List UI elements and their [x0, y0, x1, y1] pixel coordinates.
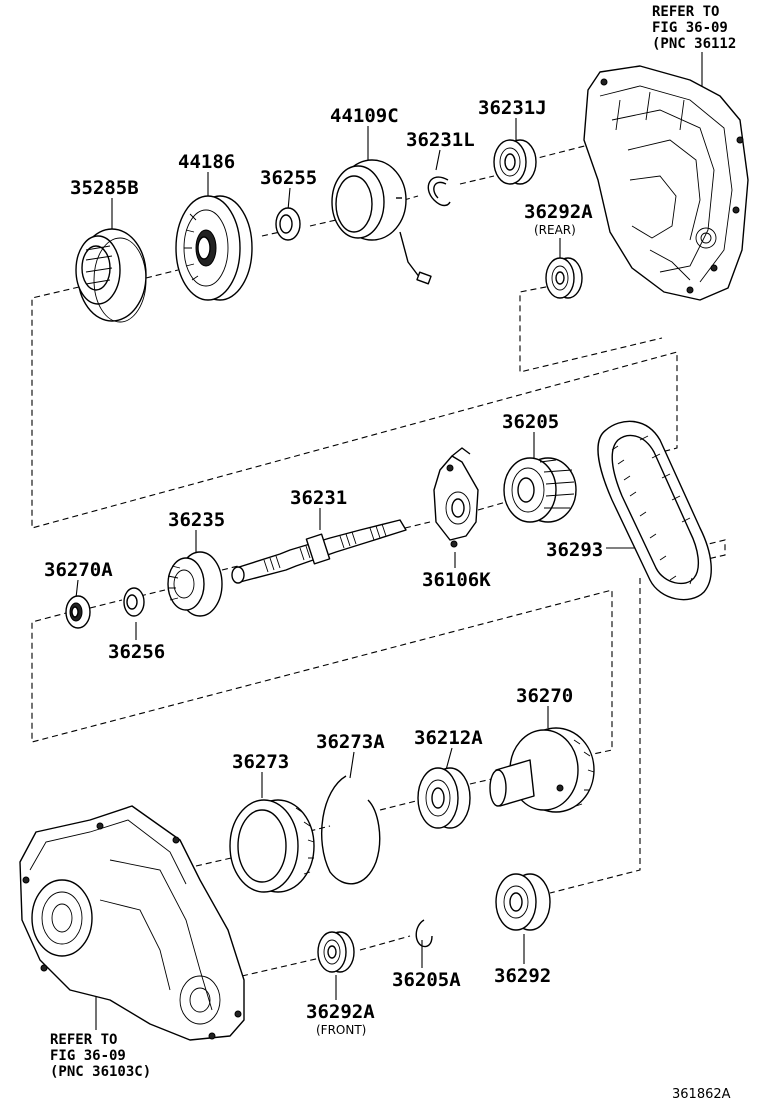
label-36273: 36273: [232, 751, 289, 773]
ref-top-line1: REFER TO: [652, 4, 719, 20]
part-36231L-snap-ring: [427, 176, 451, 207]
part-36205-sprocket: [503, 457, 577, 523]
label-36205A: 36205A: [392, 969, 461, 991]
label-36292: 36292: [494, 965, 551, 987]
part-35285B-flange: [75, 228, 147, 323]
part-36292A-front-bearing: [317, 931, 355, 973]
part-36256-washer: [123, 587, 145, 617]
label-36256: 36256: [108, 641, 165, 663]
figure-id: 361862A: [672, 1087, 731, 1102]
part-36292A-rear-bearing: [545, 257, 583, 299]
label-front-note: (FRONT): [316, 1023, 366, 1037]
part-36212A-bearing: [417, 767, 471, 829]
label-44109C: 44109C: [330, 105, 399, 127]
part-36231J-bearing: [493, 139, 537, 185]
part-36293-chain: [597, 420, 712, 601]
part-36231-shaft: [231, 519, 407, 584]
ref-bottom-line2: FIG 36-09: [50, 1048, 126, 1064]
label-36293: 36293: [546, 539, 603, 561]
label-36106K: 36106K: [422, 569, 491, 591]
label-44186: 44186: [178, 151, 235, 173]
ref-bottom-line3: (PNC 36103C): [50, 1064, 151, 1080]
label-rear-note: (REAR): [534, 223, 576, 237]
part-36273A-snap-ring: [320, 775, 381, 885]
label-36231J: 36231J: [478, 97, 547, 119]
ref-top-line3: (PNC 36112: [652, 36, 736, 52]
label-36212A: 36212A: [414, 727, 483, 749]
part-labels: 35285B 44186 36255 44109C 36231L 36231J …: [44, 97, 603, 1037]
part-44109C-sensor: [331, 159, 432, 285]
reference-bottom: REFER TO FIG 36-09 (PNC 36103C): [50, 1032, 151, 1080]
part-36292-bearing: [495, 873, 551, 931]
reference-top: REFER TO FIG 36-09 (PNC 36112: [652, 4, 736, 52]
part-36273-ring-gear: [229, 799, 315, 893]
label-36273A: 36273A: [316, 731, 385, 753]
part-36270-carrier: [489, 727, 595, 813]
part-36255-washer: [275, 207, 301, 241]
label-36270: 36270: [516, 685, 573, 707]
label-36231L: 36231L: [406, 129, 475, 151]
part-36235-gear: [167, 551, 223, 617]
part-36106K-oil-pump: [433, 447, 479, 548]
label-36292A-rear: 36292A: [524, 201, 593, 223]
label-36292A-front: 36292A: [306, 1001, 375, 1023]
part-36205A-snap-ring: [415, 919, 433, 948]
part-36270A-seal: [65, 595, 91, 629]
ref-top-line2: FIG 36-09: [652, 20, 728, 36]
part-44186-gear: [175, 195, 253, 301]
rear-transfer-case: [583, 65, 749, 301]
label-36235: 36235: [168, 509, 225, 531]
label-36205: 36205: [502, 411, 559, 433]
label-36270A: 36270A: [44, 559, 113, 581]
label-35285B: 35285B: [70, 177, 139, 199]
label-36255: 36255: [260, 167, 317, 189]
front-transfer-case: [19, 805, 245, 1041]
label-36231: 36231: [290, 487, 347, 509]
ref-bottom-line1: REFER TO: [50, 1032, 117, 1048]
